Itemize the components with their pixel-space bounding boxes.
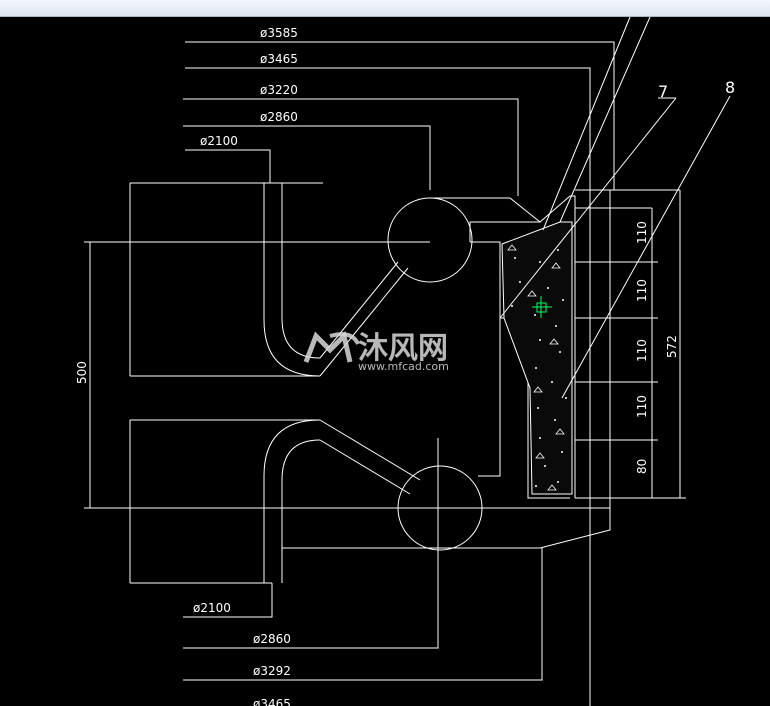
leader-lines xyxy=(499,16,731,399)
right-dimensions xyxy=(575,190,686,499)
callout-7: 7 xyxy=(658,82,668,101)
watermark: 沐风网 www.mfcad.com xyxy=(303,331,449,373)
dim-left-500: 500 xyxy=(75,361,89,384)
watermark-text-cn: 沐风网 xyxy=(358,331,448,366)
dim-right-5: 80 xyxy=(635,459,649,474)
dim-right-1: 110 xyxy=(635,221,649,244)
drawing-background xyxy=(0,17,770,706)
dim-top-5: ø2100 xyxy=(200,134,238,148)
dim-right-2: 110 xyxy=(635,279,649,302)
dim-top-3: ø3220 xyxy=(260,83,298,97)
dim-right-4: 110 xyxy=(635,395,649,418)
cursor-crosshair-icon xyxy=(532,296,552,318)
dim-bottom-3: ø3292 xyxy=(253,664,291,678)
dim-right-total: 572 xyxy=(665,335,679,358)
mf-logo-icon xyxy=(303,331,360,363)
window-titlebar xyxy=(0,0,770,17)
top-dimension-lines xyxy=(183,41,615,706)
dim-top-2: ø3465 xyxy=(260,52,298,66)
dim-right-3: 110 xyxy=(635,339,649,362)
dim-top-4: ø2860 xyxy=(260,110,298,124)
watermark-url: www.mfcad.com xyxy=(358,360,449,373)
lower-circle xyxy=(397,465,483,551)
left-dimension xyxy=(84,241,610,509)
seal-lower-lip xyxy=(129,419,540,584)
dim-bottom-4: ø3465 xyxy=(253,697,291,706)
dim-bottom-2: ø2860 xyxy=(253,632,291,646)
dim-top-1: ø3585 xyxy=(260,26,298,40)
seal-upper-lip xyxy=(129,182,409,377)
hatch-fill xyxy=(501,221,573,495)
dim-bottom-1: ø2100 xyxy=(193,601,231,615)
callout-8: 8 xyxy=(725,78,735,97)
